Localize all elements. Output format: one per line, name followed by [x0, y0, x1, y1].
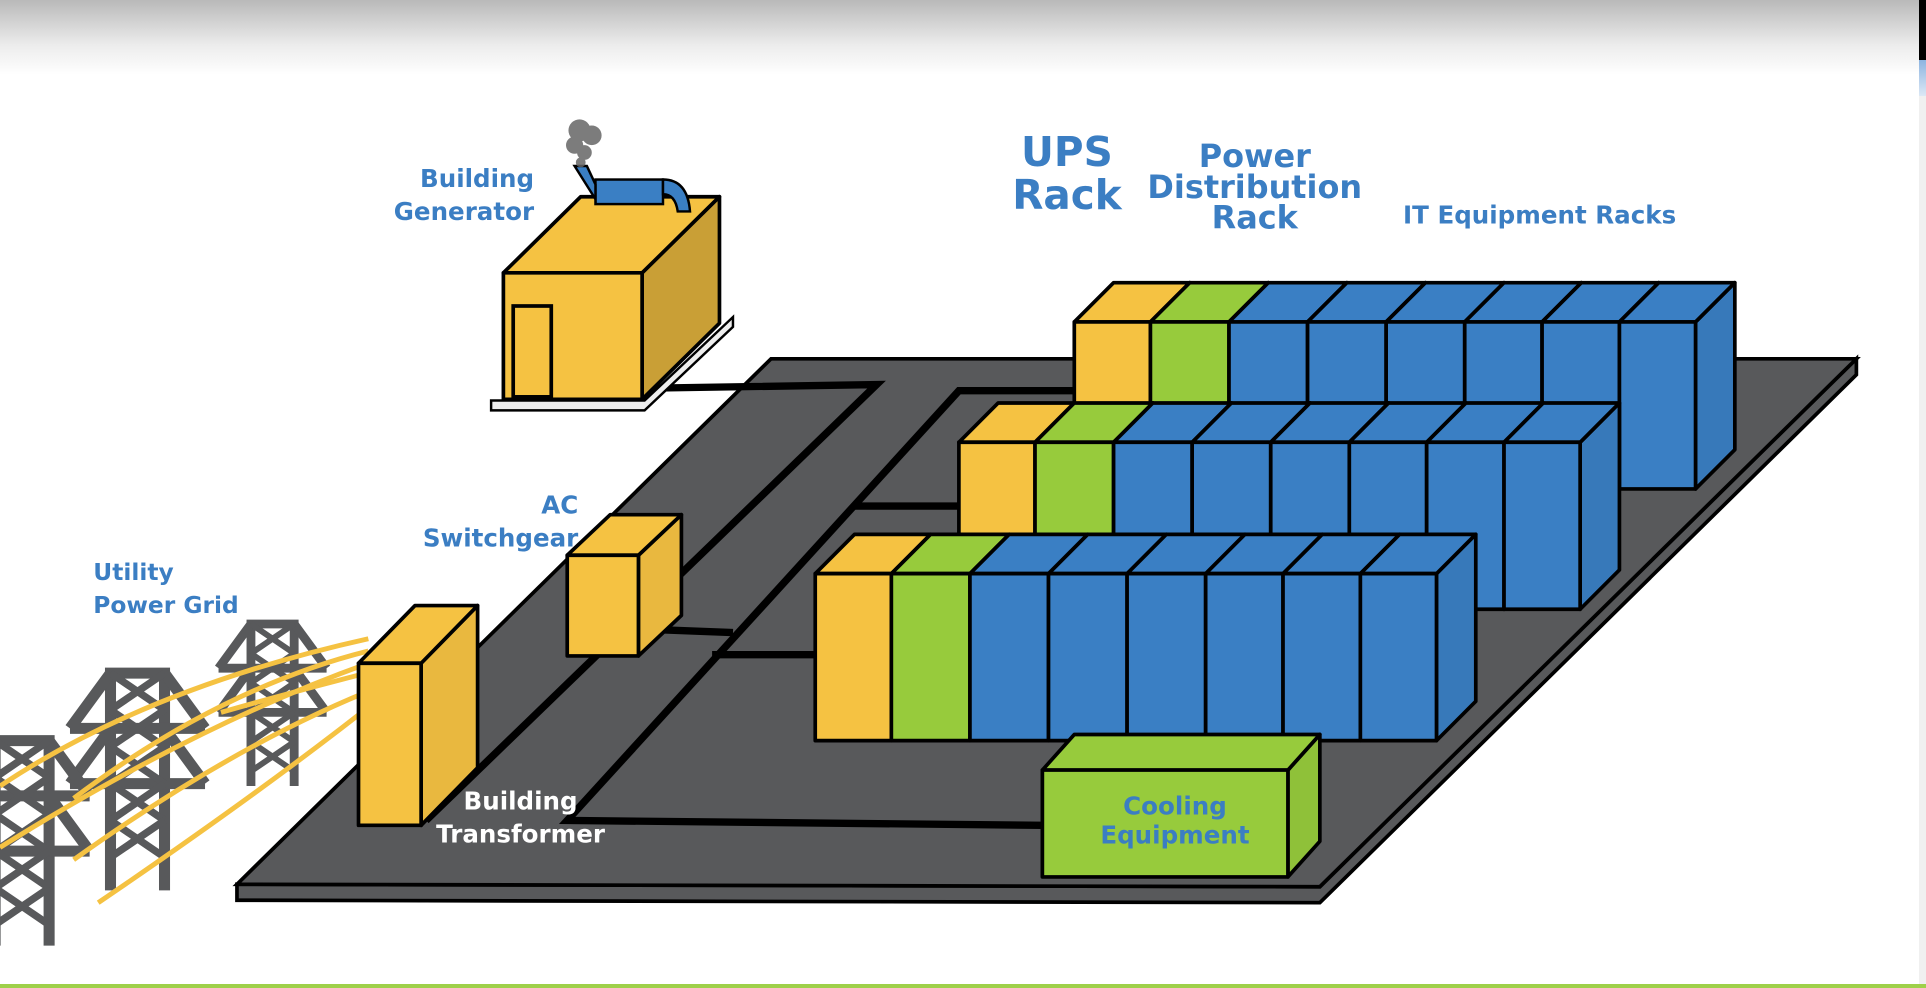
ac-switchgear — [565, 512, 684, 658]
generator-label-1: Building — [420, 164, 534, 193]
window-top-bar — [0, 0, 1926, 75]
it-racks-label: IT Equipment Racks — [1403, 201, 1676, 230]
pdr-label-3: Rack — [1212, 199, 1299, 237]
pdr-label-1: Power — [1199, 137, 1311, 175]
scrollbar-top — [1919, 0, 1926, 60]
it-equipment-rack — [1358, 532, 1478, 743]
switchgear-label-1: AC — [541, 490, 578, 519]
rack-row — [813, 532, 1478, 743]
it-equipment-rack — [1502, 401, 1622, 612]
cooling-label-1: Cooling — [1123, 791, 1227, 820]
transformer-label-1: Building — [464, 786, 578, 815]
transmission-tower-icon — [65, 667, 210, 891]
scrollbar[interactable] — [1919, 0, 1926, 988]
building-generator — [489, 119, 735, 412]
transmission-tower-icon — [0, 735, 95, 946]
ups-label-2: Rack — [1012, 171, 1123, 219]
pdr-label-2: Distribution — [1147, 168, 1362, 206]
cooling-label-2: Equipment — [1100, 821, 1250, 850]
switchgear-label-2: Switchgear — [423, 524, 579, 553]
transformer-label-2: Transformer — [436, 820, 606, 849]
grid-label-2: Power Grid — [93, 592, 238, 619]
generator-housing — [501, 194, 722, 402]
generator-label-2: Generator — [394, 197, 535, 226]
power-cables — [423, 380, 1075, 830]
smoke-icon — [566, 119, 602, 168]
ups-label-1: UPS — [1021, 128, 1113, 176]
exhaust-pipe-icon — [572, 164, 692, 213]
grid-label-1: Utility — [93, 559, 173, 586]
cooling-equipment — [1040, 732, 1322, 879]
building-transformer — [356, 603, 480, 828]
it-equipment-rack — [1617, 280, 1737, 491]
transmission-tower-icon — [214, 619, 331, 787]
generator-door — [511, 304, 554, 399]
bottom-border — [0, 984, 1926, 988]
scrollbar-thumb[interactable] — [1919, 60, 1926, 96]
